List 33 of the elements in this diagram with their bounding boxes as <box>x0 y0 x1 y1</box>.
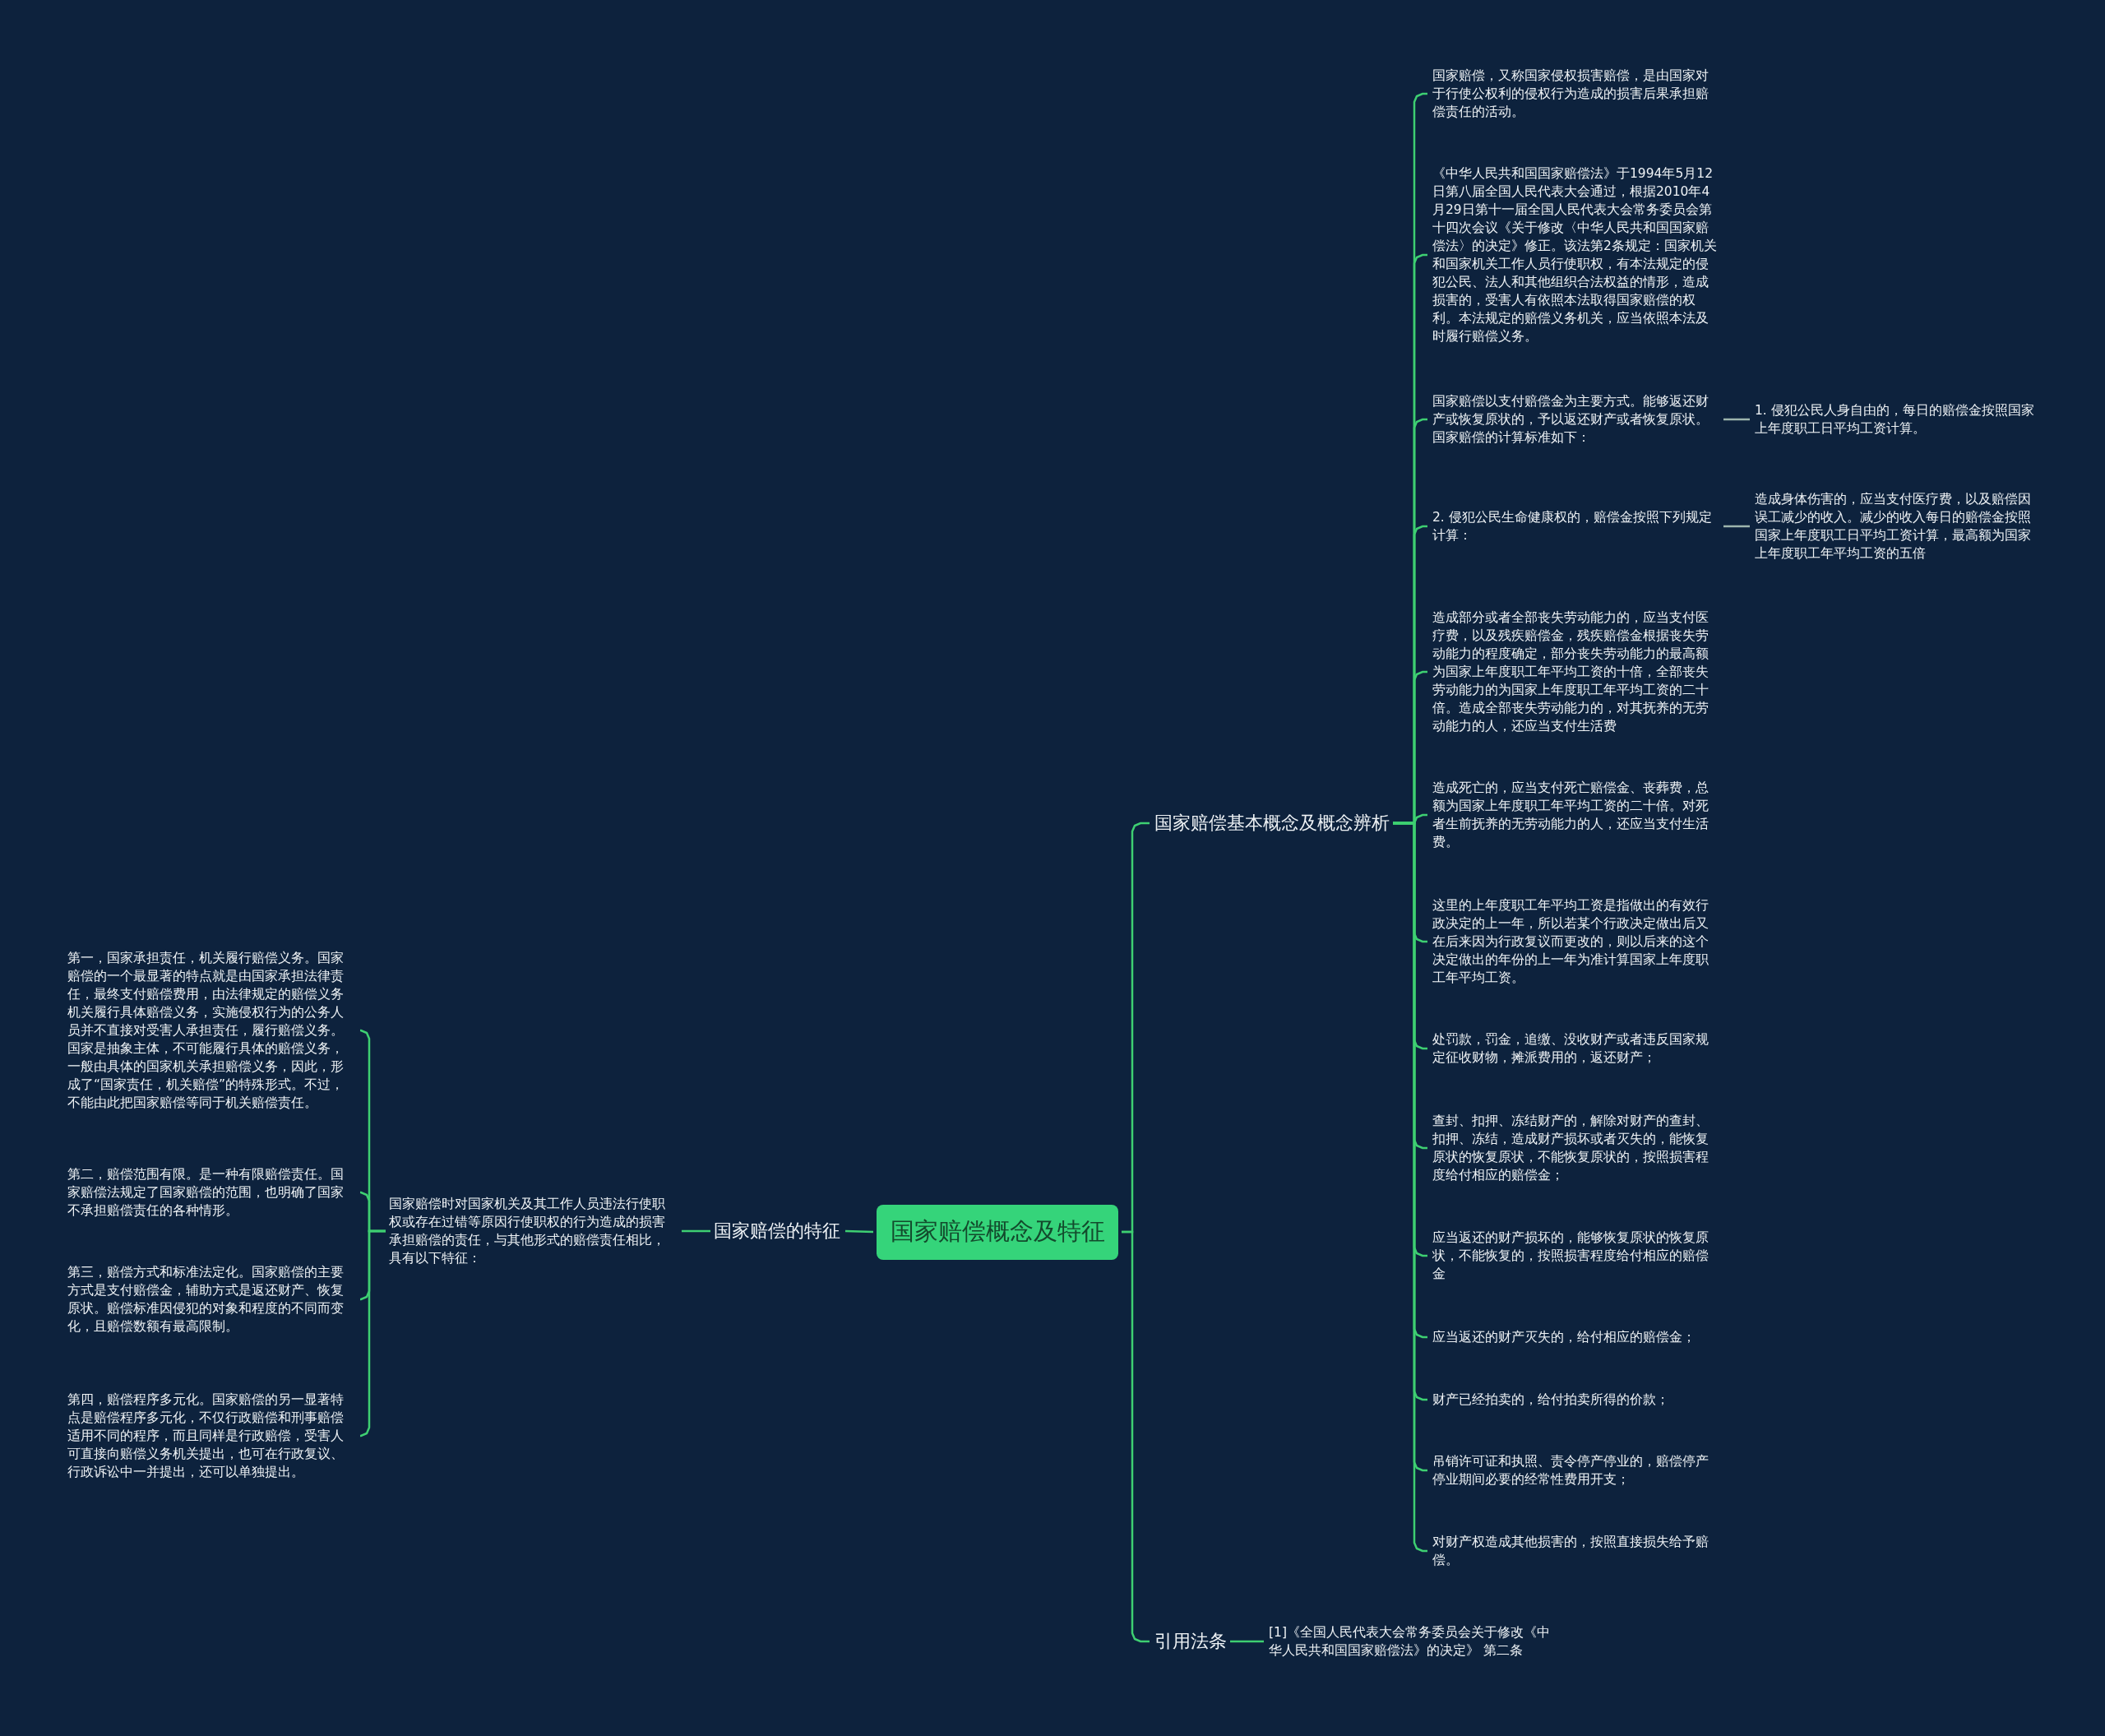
note-text: 财产已经拍卖的，给付拍卖所得的价款； <box>1432 1391 1720 1409</box>
note-text: 1. 侵犯公民人身自由的，每日的赔偿金按照国家上年度职工日平均工资计算。 <box>1755 401 2038 437</box>
note-text: 造成死亡的，应当支付死亡赔偿金、丧葬费，总额为国家上年度职工年平均工资的二十倍。对死者生前抚养的无劳动能力的人，还应当支付生活费。 <box>1432 779 1720 851</box>
branch-topic: 引用法条 <box>1154 1629 1227 1654</box>
note-text: 造成身体伤害的，应当支付医疗费，以及赔偿因误工减少的收入。减少的收入每日的赔偿金按照国家上年度职工日平均工资计算，最高额为国家上年度职工年平均工资的五倍 <box>1755 490 2043 562</box>
note-text: 第四，赔偿程序多元化。国家赔偿的另一显著特点是赔偿程序多元化，不仅行政赔偿和刑事赔偿适用不同的程序，而且同样是行政赔偿，受害人可直接向赔偿义务机关提出，也可在行政复议、行政诉讼中一并提出，还可以单独提出。 <box>67 1391 355 1481</box>
note-text: 应当返还的财产损坏的，能够恢复原状的恢复原状，不能恢复的，按照损害程度给付相应的赔偿金 <box>1432 1229 1720 1283</box>
note-text: 吊销许可证和执照、责令停产停业的，赔偿停产停业期间必要的经常性费用开支； <box>1432 1452 1720 1488</box>
note-text: 第三，赔偿方式和标准法定化。国家赔偿的主要方式是支付赔偿金，辅助方式是返还财产、恢复原状。赔偿标准因侵犯的对象和程度的不同而变化，且赔偿数额有最高限制。 <box>67 1263 355 1336</box>
note-text: 查封、扣押、冻结财产的，解除对财产的查封、扣押、冻结，造成财产损坏或者灭失的，能恢复原状的恢复原状，不能恢复原状的，按照损害程度给付相应的赔偿金； <box>1432 1112 1720 1184</box>
central-topic-box: 国家赔偿概念及特征 <box>877 1204 1118 1260</box>
note-text: 造成部分或者全部丧失劳动能力的，应当支付医疗费，以及残疾赔偿金，残疾赔偿金根据丧失劳动能力的程度确定，部分丧失劳动能力的最高额为国家上年度职工年平均工资的十倍，全部丧失劳动能力的为国家上年度职工年平均工资的二十倍。造成全部丧失劳动能力的，对其抚养的无劳动能力的人，还应当支付生活费 <box>1432 609 1720 735</box>
note-text: [1]《全国人民代表大会常务委员会关于修改《中华人民共和国国家赔偿法》的决定》 第二条 <box>1269 1623 1552 1660</box>
note-text: 这里的上年度职工年平均工资是指做出的有效行政决定的上一年，所以若某个行政决定做出后又在后来因为行政复议而更改的，则以后来的这个决定做出的年份的上一年为准计算国家上年度职工年平均工资。 <box>1432 896 1720 987</box>
connector-line <box>682 1229 710 1233</box>
connector-line <box>1723 525 1750 528</box>
note-text: 处罚款，罚金，追缴、没收财产或者违反国家规定征收财物，摊派费用的，返还财产； <box>1432 1030 1720 1067</box>
branch-topic: 国家赔偿的特征 <box>714 1219 840 1243</box>
note-text: 第一，国家承担责任，机关履行赔偿义务。国家赔偿的一个最显著的特点就是由国家承担法律责任，最终支付赔偿费用，由法律规定的赔偿义务机关履行具体赔偿义务，实施侵权行为的公务人员并不直接对受害人承担责任，履行赔偿义务。国家是抽象主体，不可能履行具体的赔偿义务，一般由具体的国家机关承担赔偿义务，因此，形成了“国家责任，机关赔偿”的特殊形式。不过，不能由此把国家赔偿等同于机关赔偿责任。 <box>67 949 355 1112</box>
note-text: 国家赔偿以支付赔偿金为主要方式。能够返还财产或恢复原状的，予以返还财产或者恢复原状。国家赔偿的计算标准如下： <box>1432 392 1720 447</box>
note-text: 国家赔偿，又称国家侵权损害赔偿，是由国家对于行使公权利的侵权行为造成的损害后果承担赔偿责任的活动。 <box>1432 67 1720 121</box>
note-text: 对财产权造成其他损害的，按照直接损失给予赔偿。 <box>1432 1533 1720 1569</box>
note-text: 《中华人民共和国国家赔偿法》于1994年5月12日第八届全国人民代表大会通过，根据2010年4月29日第十一届全国人民代表大会常务委员会第十四次会议《关于修改〈中华人民共和国国家赔偿法〉的决定》修正。该法第2条规定：国家机关和国家机关工作人员行使职权，有本法规定的侵犯公民、法人和其他组织合法权益的情形，造成损害的，受害人有依照本法取得国家赔偿的权利。本法规定的赔偿义务机关，应当依照本法及时履行赔偿义务。 <box>1432 164 1720 345</box>
connector-line <box>1723 418 1750 421</box>
branch-topic: 国家赔偿基本概念及概念辨析 <box>1154 811 1390 836</box>
note-text: 应当返还的财产灭失的，给付相应的赔偿金； <box>1432 1328 1720 1346</box>
note-text: 第二，赔偿范围有限。是一种有限赔偿责任。国家赔偿法规定了国家赔偿的范围，也明确了国家不承担赔偿责任的各种情形。 <box>67 1165 355 1220</box>
connector-line <box>1230 1640 1264 1643</box>
note-text: 国家赔偿时对国家机关及其工作人员违法行使职权或存在过错等原因行使职权的行为造成的损害承担赔偿的责任，与其他形式的赔偿责任相比，具有以下特征： <box>389 1195 677 1267</box>
connector-line <box>844 1229 874 1234</box>
connector-line <box>1122 1230 1150 1643</box>
connector-line <box>359 1229 386 1437</box>
note-text: 2. 侵犯公民生命健康权的，赔偿金按照下列规定计算： <box>1432 508 1720 544</box>
